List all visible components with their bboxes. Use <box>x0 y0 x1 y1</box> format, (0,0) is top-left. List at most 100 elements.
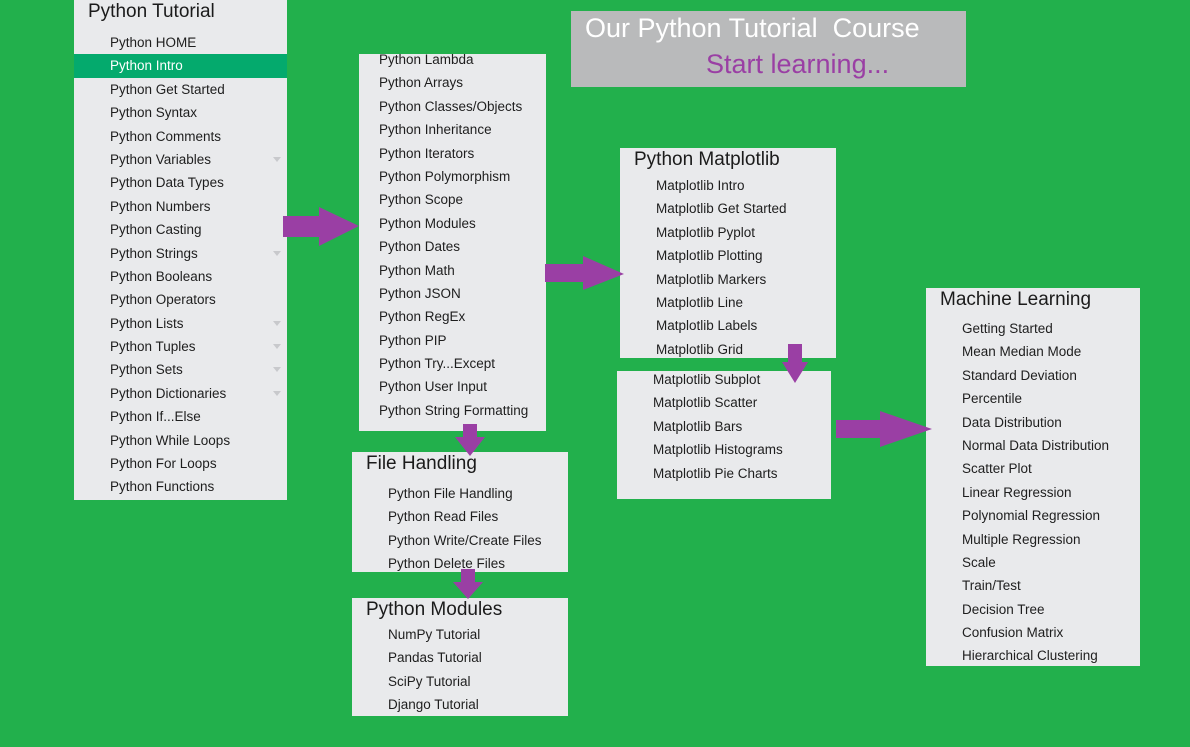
menu-item[interactable]: Python Delete Files <box>352 552 568 572</box>
menu-item-label: Hierarchical Clustering <box>962 648 1098 664</box>
menu-item[interactable]: Train/Test <box>926 574 1140 597</box>
menu-item[interactable]: Python Inheritance <box>359 118 546 141</box>
menu-item[interactable]: Matplotlib Labels <box>620 314 836 337</box>
menu-item[interactable]: Python HOME <box>74 31 287 54</box>
menu-item[interactable]: Pandas Tutorial <box>352 646 568 669</box>
menu-item[interactable]: Matplotlib Scatter <box>617 391 831 414</box>
menu-item-label: Python Iterators <box>379 145 475 161</box>
menu-item[interactable]: Python Try...Except <box>359 352 546 375</box>
menu-item[interactable]: Python Modules <box>359 212 546 235</box>
menu-item[interactable]: Percentile <box>926 387 1140 410</box>
menu-item[interactable]: NumPy Tutorial <box>352 623 568 646</box>
menu-item-label: Pandas Tutorial <box>388 650 482 666</box>
menu-item[interactable]: Standard Deviation <box>926 364 1140 387</box>
menu-item-label: Django Tutorial <box>388 697 479 713</box>
menu-item[interactable]: Python Polymorphism <box>359 165 546 188</box>
menu-item[interactable]: Python While Loops <box>74 429 287 452</box>
title-banner: Our Python Tutorial Course Start learnin… <box>571 11 966 87</box>
menu-item[interactable]: Python PIP <box>359 329 546 352</box>
menu-item[interactable]: Python Arrays <box>359 71 546 94</box>
menu-item-label: Python Tuples <box>110 339 196 355</box>
menu-item-label: Decision Tree <box>962 601 1045 617</box>
menu-item[interactable]: Python Iterators <box>359 142 546 165</box>
menu-item[interactable]: Python Comments <box>74 125 287 148</box>
menu-item[interactable]: Matplotlib Intro <box>620 174 836 197</box>
menu-item[interactable]: Matplotlib Bars <box>617 415 831 438</box>
menu-item[interactable]: Python Operators <box>74 288 287 311</box>
menu-item[interactable]: Python Casting <box>74 218 287 241</box>
menu-item[interactable]: Python Dictionaries <box>74 382 287 405</box>
menu-item-label: Python Booleans <box>110 268 213 284</box>
menu-item[interactable]: Python File Handling <box>352 482 568 505</box>
menu-item-label: Matplotlib Pie Charts <box>653 465 778 481</box>
menu-item[interactable]: Python Lists <box>74 312 287 335</box>
menu-item[interactable]: Matplotlib Pie Charts <box>617 462 831 485</box>
menu-item[interactable]: Python JSON <box>359 282 546 305</box>
menu-item[interactable]: Python Scope <box>359 188 546 211</box>
menu-item-label: Python Write/Create Files <box>388 532 542 548</box>
menu-item[interactable]: Python Sets <box>74 358 287 381</box>
menu-item[interactable]: Python Variables <box>74 148 287 171</box>
menu-item[interactable]: Python Strings <box>74 242 287 265</box>
menu-item-label: Matplotlib Scatter <box>653 395 758 411</box>
menu-item[interactable]: Data Distribution <box>926 411 1140 434</box>
menu-item-label: Matplotlib Histograms <box>653 442 783 458</box>
menu-item[interactable]: Getting Started <box>926 317 1140 340</box>
menu-item[interactable]: Linear Regression <box>926 481 1140 504</box>
menu-item[interactable]: Matplotlib Line <box>620 291 836 314</box>
menu-item[interactable]: Confusion Matrix <box>926 621 1140 644</box>
menu-item[interactable]: Decision Tree <box>926 598 1140 621</box>
menu-item[interactable]: Python Tuples <box>74 335 287 358</box>
menu-item-label: NumPy Tutorial <box>388 627 481 642</box>
arrow-down-icon <box>782 344 808 383</box>
menu-item[interactable]: Python Classes/Objects <box>359 95 546 118</box>
menu-item[interactable]: Matplotlib Get Started <box>620 197 836 220</box>
menu-item[interactable]: Python User Input <box>359 375 546 398</box>
menu-item[interactable]: Python Intro <box>74 54 287 78</box>
menu-item-label: Standard Deviation <box>962 367 1077 383</box>
menu-item[interactable]: Python Data Types <box>74 171 287 194</box>
menu-item[interactable]: Python Read Files <box>352 505 568 528</box>
menu-item-label: Matplotlib Grid <box>656 341 744 357</box>
menu-item[interactable]: Python RegEx <box>359 305 546 328</box>
menu-item[interactable]: Python Dates <box>359 235 546 258</box>
menu-item[interactable]: Python If...Else <box>74 405 287 428</box>
menu-item[interactable]: Matplotlib Subplot <box>617 371 831 391</box>
menu-item-label: Matplotlib Plotting <box>656 248 763 264</box>
menu-item[interactable]: Python Get Started <box>74 78 287 101</box>
panel-heading: Machine Learning <box>940 289 1092 310</box>
menu-item[interactable]: Python Math <box>359 259 546 282</box>
menu-item[interactable]: Mean Median Mode <box>926 340 1140 363</box>
menu-item-label: Python Read Files <box>388 509 499 525</box>
menu-item[interactable]: Python For Loops <box>74 452 287 475</box>
menu-item[interactable]: Scale <box>926 551 1140 574</box>
menu-item[interactable]: Python Booleans <box>74 265 287 288</box>
menu-item[interactable]: Matplotlib Plotting <box>620 244 836 267</box>
menu-item[interactable]: Python Lambda <box>359 54 546 71</box>
menu-item-label: Python Classes/Objects <box>379 98 523 114</box>
menu-item[interactable]: Polynomial Regression <box>926 504 1140 527</box>
menu-item[interactable]: Matplotlib Grid <box>620 338 836 358</box>
menu-item[interactable]: Hierarchical Clustering <box>926 644 1140 666</box>
menu-item[interactable]: Matplotlib Markers <box>620 268 836 291</box>
menu-item[interactable]: Normal Data Distribution <box>926 434 1140 457</box>
menu-item[interactable]: Python Numbers <box>74 195 287 218</box>
menu-item[interactable]: Python Syntax <box>74 101 287 124</box>
menu-item-label: Python Dictionaries <box>110 385 227 401</box>
menu-item[interactable]: Django Tutorial <box>352 693 568 716</box>
menu-item[interactable]: Matplotlib Pyplot <box>620 221 836 244</box>
menu-item[interactable]: Multiple Regression <box>926 528 1140 551</box>
menu-item[interactable]: Python Write/Create Files <box>352 529 568 552</box>
menu-item-label: Mean Median Mode <box>962 344 1082 360</box>
panel-heading: Python Modules <box>366 599 503 620</box>
menu-item[interactable]: Python Functions <box>74 475 287 498</box>
menu-item[interactable]: Matplotlib Histograms <box>617 438 831 461</box>
menu-item[interactable]: Python String Formatting <box>359 399 546 422</box>
menu-item[interactable]: SciPy Tutorial <box>352 670 568 693</box>
menu-item[interactable]: Scatter Plot <box>926 457 1140 480</box>
chevron-down-icon <box>273 250 281 256</box>
